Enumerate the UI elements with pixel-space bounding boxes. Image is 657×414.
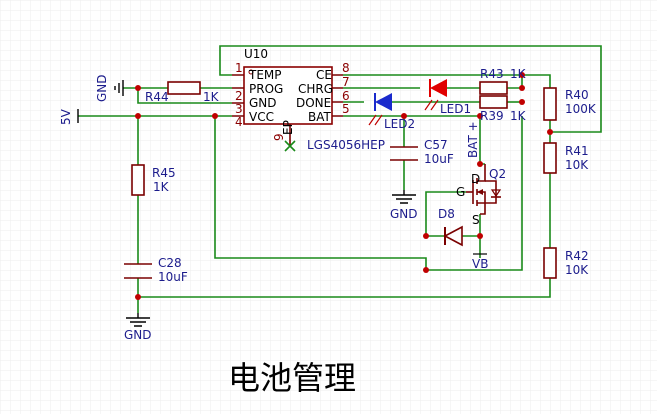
r42-value: 10K bbox=[565, 263, 589, 277]
pin-name-done: DONE bbox=[296, 96, 331, 110]
ic-ref: U10 bbox=[244, 47, 268, 61]
resistor-r42: R42 10K bbox=[543, 247, 589, 279]
mosfet-q2: D G S Q2 bbox=[456, 164, 506, 227]
r45-ref: R45 bbox=[152, 166, 176, 180]
r43-value: 1K bbox=[510, 67, 527, 81]
pin-num-6: 6 bbox=[342, 89, 350, 103]
d8-ref: D8 bbox=[438, 207, 455, 221]
led1-ref: LED1 bbox=[440, 102, 471, 116]
q2-ref: Q2 bbox=[489, 167, 506, 181]
r41-ref: R41 bbox=[565, 144, 589, 158]
diagram-title: 电池管理 bbox=[228, 359, 356, 397]
pin-num-7: 7 bbox=[342, 75, 350, 89]
pin-num-4: 4 bbox=[235, 115, 243, 129]
resistor-r41: R41 10K bbox=[543, 142, 589, 174]
resistor-r40: R40 100K bbox=[543, 87, 597, 121]
r39-value: 1K bbox=[510, 109, 527, 123]
r44-value: 1K bbox=[203, 90, 220, 104]
net-bat-plus-label: BAT + bbox=[466, 121, 480, 158]
r40-value: 100K bbox=[565, 102, 597, 116]
q2-pin-d: D bbox=[471, 172, 480, 186]
resistor-r39: R39 1K bbox=[479, 95, 527, 123]
c57-ref: C57 bbox=[424, 138, 448, 152]
resistor-r43: R43 1K bbox=[479, 67, 527, 95]
pin-num-3: 3 bbox=[235, 102, 243, 116]
r42-ref: R42 bbox=[565, 249, 589, 263]
pin-num-1: 1 bbox=[235, 61, 243, 75]
gnd-symbol-bottom: GND bbox=[124, 313, 152, 342]
resistor-r44: R44 1K bbox=[145, 81, 220, 104]
capacitor-c28: C28 10uF bbox=[124, 256, 188, 284]
d8-body bbox=[443, 225, 463, 247]
pin1-marker bbox=[248, 69, 254, 75]
pin-num-9: 9 bbox=[272, 133, 286, 141]
diode-d8: D8 bbox=[438, 207, 463, 247]
pin-name-bat: BAT bbox=[308, 110, 332, 124]
junctions bbox=[135, 72, 553, 300]
c57-value: 10uF bbox=[424, 152, 454, 166]
q2-pin-g: G bbox=[456, 185, 465, 199]
resistor-r45: R45 1K bbox=[131, 164, 176, 196]
net-5v: 5V bbox=[59, 108, 79, 125]
no-connect-x bbox=[284, 140, 296, 152]
c28-value: 10uF bbox=[158, 270, 188, 284]
r39-ref: R39 bbox=[480, 109, 504, 123]
gnd-label-bottom: GND bbox=[124, 328, 152, 342]
pin-name-prog: PROG bbox=[249, 82, 283, 96]
pin-num-8: 8 bbox=[342, 61, 350, 75]
ic-u10: U10 1 2 3 4 TEMP PROG GND VCC CE CHRG DO… bbox=[232, 47, 385, 152]
net-5v-label: 5V bbox=[59, 108, 73, 125]
r40-ref: R40 bbox=[565, 88, 589, 102]
led2: LED2 bbox=[368, 93, 415, 131]
pin-name-ep: EP bbox=[281, 120, 295, 135]
pin-name-temp: TEMP bbox=[248, 68, 282, 82]
r44-ref: R44 bbox=[145, 90, 169, 104]
led2-body bbox=[375, 93, 392, 111]
gnd-label-left: GND bbox=[95, 74, 109, 102]
pin-name-gnd: GND bbox=[249, 96, 277, 110]
gnd-label-c57: GND bbox=[390, 207, 418, 221]
pin-name-chrg: CHRG bbox=[298, 82, 333, 96]
ic-body bbox=[243, 66, 333, 125]
gnd-symbol-left: GND bbox=[95, 74, 124, 102]
led2-ref: LED2 bbox=[384, 117, 415, 131]
ic-part-name: LGS4056HEP bbox=[307, 138, 385, 152]
pin-num-2: 2 bbox=[235, 89, 243, 103]
q2-pin-s: S bbox=[472, 213, 480, 227]
led1: LED1 bbox=[424, 79, 471, 116]
r43-ref: R43 bbox=[480, 67, 504, 81]
pin-num-5: 5 bbox=[342, 102, 350, 116]
r45-value: 1K bbox=[153, 180, 170, 194]
pin-name-vcc: VCC bbox=[249, 110, 274, 124]
pin-name-ce: CE bbox=[316, 68, 332, 82]
r41-value: 10K bbox=[565, 158, 589, 172]
c28-ref: C28 bbox=[158, 256, 182, 270]
net-vb-label: VB bbox=[472, 257, 488, 271]
capacitor-c57: C57 10uF GND bbox=[390, 138, 454, 221]
led1-body bbox=[430, 79, 447, 97]
